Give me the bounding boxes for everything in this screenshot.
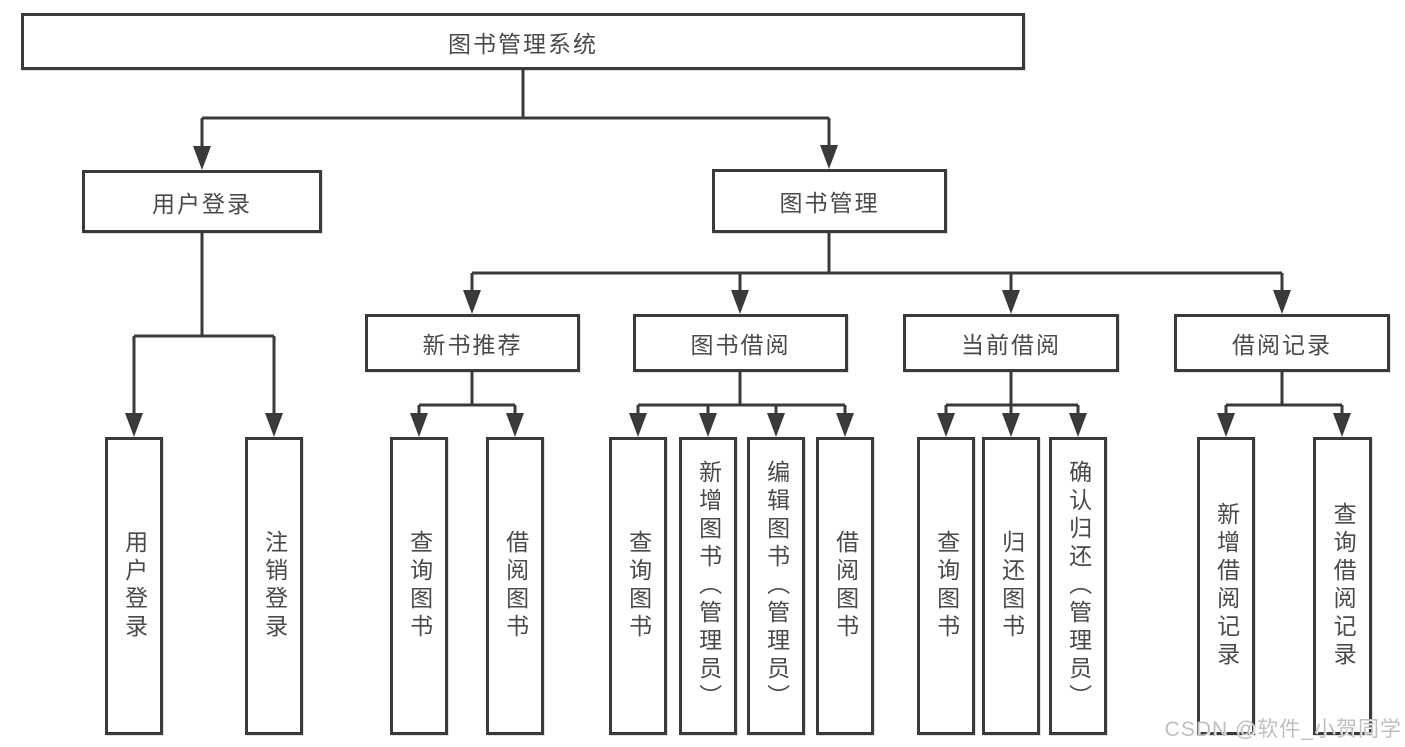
node-book-management: 图书管理: [712, 169, 947, 233]
node-new-book-recommend-label: 新书推荐: [422, 332, 523, 358]
leaf-user-login: 用户登录: [105, 437, 163, 735]
leaf-query-book-recommend: 查询图书: [390, 437, 448, 735]
leaf-query-book-recommend-label: 查询图书: [406, 530, 433, 642]
leaf-return-book: 归还图书: [982, 437, 1040, 735]
node-root: 图书管理系统: [21, 13, 1025, 70]
node-user-login: 用户登录: [82, 170, 322, 233]
node-current-borrowing-label: 当前借阅: [961, 332, 1061, 358]
leaf-confirm-return-admin-label: 确认归还（管理员）: [1065, 460, 1092, 712]
node-root-label: 图书管理系统: [448, 30, 598, 57]
node-book-management-label: 图书管理: [779, 190, 880, 216]
leaf-edit-book-admin-label: 编辑图书（管理员）: [763, 460, 790, 712]
leaf-query-book-borrowing: 查询图书: [609, 437, 667, 735]
node-user-login-label: 用户登录: [152, 190, 252, 217]
leaf-user-login-label: 用户登录: [121, 530, 148, 642]
leaf-query-borrow-record: 查询借阅记录: [1313, 437, 1372, 735]
node-borrowing-records-label: 借阅记录: [1232, 332, 1332, 358]
leaf-query-book-current-label: 查询图书: [933, 530, 960, 642]
leaf-add-borrow-record-label: 新增借阅记录: [1213, 502, 1240, 670]
leaf-add-book-admin-label: 新增图书（管理员）: [695, 460, 722, 712]
node-new-book-recommend: 新书推荐: [365, 314, 580, 372]
leaf-borrow-book-borrowing: 借阅图书: [816, 437, 874, 735]
leaf-query-borrow-record-label: 查询借阅记录: [1330, 502, 1357, 670]
leaf-query-book-borrowing-label: 查询图书: [625, 530, 652, 642]
node-borrowing-records: 借阅记录: [1174, 314, 1390, 372]
leaf-logout: 注销登录: [245, 437, 303, 735]
node-book-borrowing: 图书借阅: [633, 314, 848, 372]
leaf-confirm-return-admin: 确认归还（管理员）: [1049, 437, 1107, 735]
leaf-logout-label: 注销登录: [261, 530, 288, 642]
leaf-borrow-book-borrowing-label: 借阅图书: [832, 530, 859, 642]
leaf-return-book-label: 归还图书: [998, 530, 1025, 642]
node-current-borrowing: 当前借阅: [903, 314, 1119, 372]
leaf-add-borrow-record: 新增借阅记录: [1197, 437, 1255, 735]
leaf-add-book-admin: 新增图书（管理员）: [679, 437, 737, 735]
leaf-edit-book-admin: 编辑图书（管理员）: [747, 437, 805, 735]
watermark: CSDN @软件_小贺同学: [1164, 718, 1402, 741]
leaf-borrow-book-recommend-label: 借阅图书: [502, 530, 529, 642]
arrowheads: [125, 145, 1351, 437]
leaf-query-book-current: 查询图书: [917, 437, 975, 735]
leaf-borrow-book-recommend: 借阅图书: [486, 437, 544, 735]
node-book-borrowing-label: 图书借阅: [690, 332, 791, 358]
